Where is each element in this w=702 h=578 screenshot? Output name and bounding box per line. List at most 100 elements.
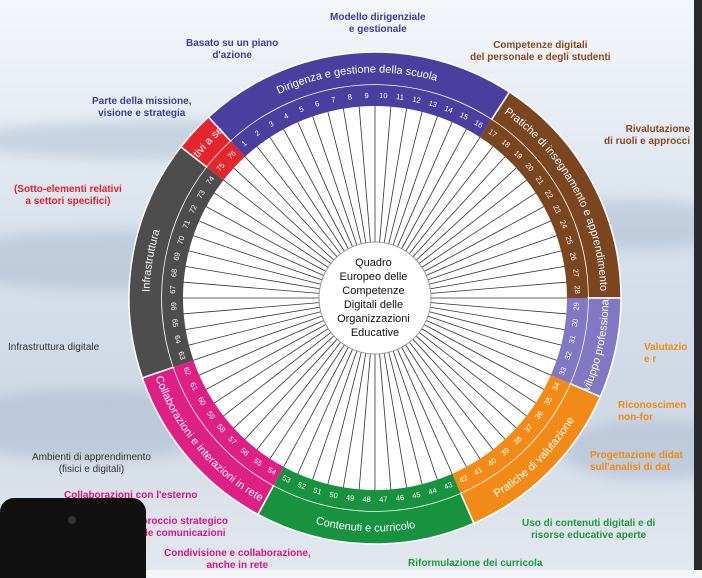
spoke-line bbox=[243, 338, 338, 441]
element-number: 10 bbox=[379, 91, 388, 100]
ann-basato: Basato su un piano d'azione bbox=[186, 38, 279, 61]
wheel-sectors bbox=[128, 51, 622, 545]
spoke-line bbox=[426, 220, 552, 276]
phone-device bbox=[0, 498, 146, 578]
element-number: 45 bbox=[411, 490, 421, 501]
element-number: 60 bbox=[196, 395, 208, 407]
element-number: 73 bbox=[195, 188, 207, 200]
element-number: 13 bbox=[428, 98, 439, 109]
spoke-line bbox=[184, 306, 320, 331]
element-number: 69 bbox=[172, 251, 183, 261]
spoke-line bbox=[430, 302, 568, 315]
element-number: 23 bbox=[551, 203, 563, 214]
spoke-line bbox=[205, 324, 326, 391]
element-number: 11 bbox=[396, 92, 405, 102]
ann-modello: Modello dirigenziale e gestionale bbox=[330, 12, 426, 35]
spoke-line bbox=[327, 110, 362, 244]
spoke-line bbox=[342, 107, 367, 243]
spoke-line bbox=[222, 332, 332, 417]
element-number: 34 bbox=[550, 381, 562, 392]
spoke-line bbox=[397, 349, 453, 475]
element-number: 52 bbox=[296, 480, 307, 491]
element-number: 48 bbox=[362, 495, 371, 504]
spoke-line bbox=[232, 166, 335, 261]
ann-missione: Parte della missione, visione e strategi… bbox=[92, 96, 192, 119]
element-number: 29 bbox=[572, 302, 581, 311]
spoke-line bbox=[383, 353, 408, 489]
element-number: 27 bbox=[571, 268, 581, 277]
spoke-line bbox=[187, 250, 321, 285]
spoke-line bbox=[327, 352, 362, 486]
spoke-line bbox=[182, 302, 320, 315]
center-line-5: Organizzazioni bbox=[337, 313, 410, 325]
spoke-line bbox=[426, 320, 552, 376]
ann-competenze: Competenze digitali del personale e degl… bbox=[470, 40, 611, 63]
spoke-line bbox=[192, 234, 323, 281]
spoke-line bbox=[401, 128, 468, 249]
spoke-line bbox=[198, 220, 324, 276]
spoke-line bbox=[256, 145, 341, 255]
ann-riformulazione: Riformulazione dei curricola bbox=[408, 558, 543, 569]
center-line-4: Digitali delle bbox=[344, 299, 403, 311]
element-number: 61 bbox=[188, 381, 200, 392]
element-number: 70 bbox=[175, 235, 186, 246]
spoke-line bbox=[392, 350, 439, 481]
sector-number-band bbox=[206, 141, 245, 181]
spoke-line bbox=[383, 107, 408, 243]
center-title: Quadro Europeo delle Competenze Digitali… bbox=[337, 257, 413, 339]
element-number: 31 bbox=[567, 334, 578, 344]
spoke-line bbox=[415, 166, 518, 261]
ann-infrastruttura: Infrastruttura digitale bbox=[8, 342, 100, 353]
element-number: 63 bbox=[176, 350, 187, 361]
wheel-spokes bbox=[182, 105, 568, 491]
spoke-line bbox=[187, 311, 321, 346]
element-number: 7 bbox=[330, 95, 336, 105]
element-number: 46 bbox=[395, 493, 404, 503]
spoke-line bbox=[342, 353, 367, 489]
spoke-line bbox=[401, 347, 468, 468]
spoke-line bbox=[388, 352, 423, 486]
spoke-line bbox=[232, 335, 335, 430]
element-number: 51 bbox=[312, 486, 323, 497]
element-number: 2 bbox=[253, 128, 262, 138]
spoke-line bbox=[297, 349, 353, 475]
spoke-line bbox=[412, 338, 507, 441]
spoke-line bbox=[282, 128, 349, 249]
ann-condivisione: Condivisione e collaborazione, anche in … bbox=[164, 548, 311, 571]
spoke-line bbox=[405, 136, 481, 252]
element-number: 1 bbox=[240, 139, 249, 149]
spoke-line bbox=[427, 234, 558, 281]
spoke-line bbox=[358, 105, 371, 243]
ann-uso: Uso di contenuti digitali e di risorse e… bbox=[522, 518, 656, 541]
element-number: 54 bbox=[266, 465, 278, 477]
spoke-line bbox=[297, 121, 353, 247]
spoke-line bbox=[311, 115, 358, 246]
spoke-line bbox=[213, 192, 329, 268]
spoke-line bbox=[311, 350, 358, 481]
element-number: 4 bbox=[282, 111, 290, 121]
spoke-line bbox=[397, 121, 453, 247]
spoke-line bbox=[430, 281, 568, 294]
element-number: 49 bbox=[345, 493, 354, 503]
sector-number-band bbox=[480, 119, 588, 299]
spoke-line bbox=[405, 344, 481, 460]
spoke-line bbox=[421, 328, 537, 404]
ann-riconoscimento: Riconoscimen non-for bbox=[618, 400, 687, 423]
spoke-line bbox=[415, 335, 518, 430]
element-number: 32 bbox=[563, 350, 574, 361]
element-number: 42 bbox=[458, 473, 469, 485]
ann-progettazione: Progettazione didat sull'analisi di dat bbox=[590, 450, 683, 473]
spoke-line bbox=[213, 328, 329, 404]
spoke-line bbox=[409, 341, 494, 451]
spoke-line bbox=[198, 320, 324, 376]
spoke-line bbox=[182, 281, 320, 294]
center-circle bbox=[318, 241, 432, 355]
sector-number-band bbox=[273, 466, 461, 512]
element-number: 33 bbox=[557, 366, 568, 377]
element-number: 65 bbox=[170, 318, 180, 327]
element-number: 67 bbox=[168, 285, 177, 294]
element-number: 6 bbox=[314, 99, 321, 109]
spoke-line bbox=[418, 332, 528, 417]
spoke-line bbox=[427, 315, 558, 362]
